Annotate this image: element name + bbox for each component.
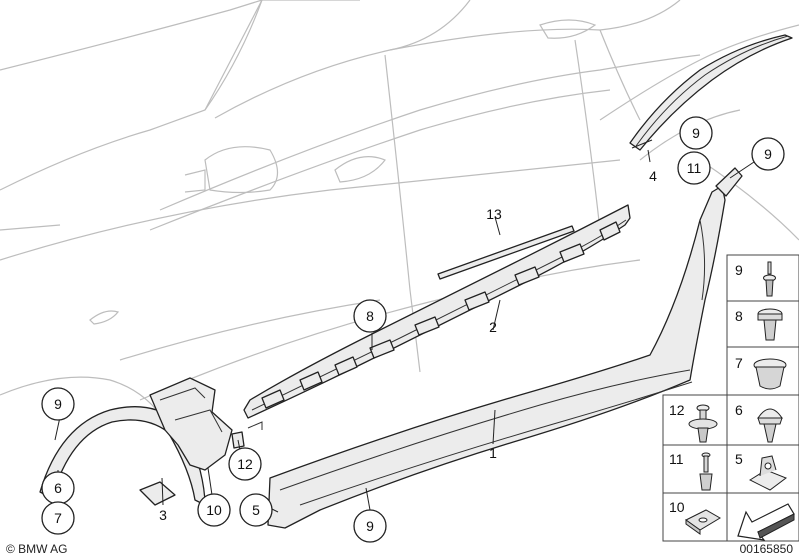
callouts: 9 11 4 9 13 8 2 1 9 6 7 3 (41, 116, 785, 543)
svg-text:6: 6 (54, 480, 62, 496)
callout-6-front-arch: 6 (41, 471, 75, 505)
legend-label-8: 8 (735, 308, 743, 324)
side-sill-trim (267, 167, 743, 529)
bolt-icon (757, 308, 783, 341)
sealing-strip (437, 225, 575, 280)
callout-10-front: 10 (197, 493, 231, 527)
pin-icon (699, 452, 713, 491)
retainer-clip-icon (748, 455, 788, 491)
callout-5-sill: 5 (239, 493, 273, 527)
callout-7-front-arch: 7 (41, 501, 75, 535)
legend-label-10: 10 (669, 499, 685, 515)
legend-label-12: 12 (669, 402, 685, 418)
front-bracket (149, 377, 245, 471)
legend-cell-8 (726, 300, 799, 348)
callout-4: 4 (649, 168, 657, 184)
fastener-legend: 9 8 7 12 6 11 5 10 (662, 254, 799, 542)
svg-text:9: 9 (764, 146, 772, 162)
grommet-icon (753, 358, 787, 390)
legend-label-7: 7 (735, 355, 743, 371)
legend-cell-11 (662, 444, 728, 494)
image-number: 00165850 (740, 542, 794, 556)
callout-9-rear-arch: 9 (679, 116, 713, 150)
svg-text:9: 9 (692, 125, 700, 141)
svg-text:8: 8 (366, 308, 374, 324)
callout-3: 3 (159, 507, 167, 523)
legend-label-11: 11 (669, 451, 684, 467)
legend-label-9: 9 (735, 262, 743, 278)
callout-2: 2 (489, 319, 497, 335)
callout-9-sill-bottom: 9 (353, 509, 387, 543)
callout-12-front: 12 (228, 447, 262, 481)
callout-9-front-arch: 9 (41, 387, 75, 421)
rivet-icon (763, 261, 776, 297)
speed-nut-icon (685, 509, 721, 535)
svg-text:12: 12 (237, 456, 253, 472)
expanding-clip-icon (688, 404, 718, 443)
copyright-label: © BMW AG (6, 542, 68, 556)
callout-1: 1 (489, 445, 497, 461)
callout-9-sill-rear: 9 (751, 137, 785, 171)
svg-text:10: 10 (206, 502, 222, 518)
sill-mounting-rail (243, 204, 631, 430)
rear-arch-trim (629, 34, 793, 151)
svg-text:9: 9 (366, 518, 374, 534)
callout-8: 8 (353, 299, 387, 333)
legend-label-5: 5 (735, 451, 743, 467)
svg-text:11: 11 (687, 160, 702, 176)
callout-11-rear-arch: 11 (677, 151, 711, 185)
svg-text:9: 9 (54, 396, 62, 412)
callout-13: 13 (486, 206, 502, 222)
legend-label-6: 6 (735, 402, 743, 418)
svg-text:7: 7 (54, 510, 62, 526)
arrow-icon (737, 503, 795, 541)
plug-icon (757, 408, 783, 443)
svg-text:5: 5 (252, 502, 260, 518)
